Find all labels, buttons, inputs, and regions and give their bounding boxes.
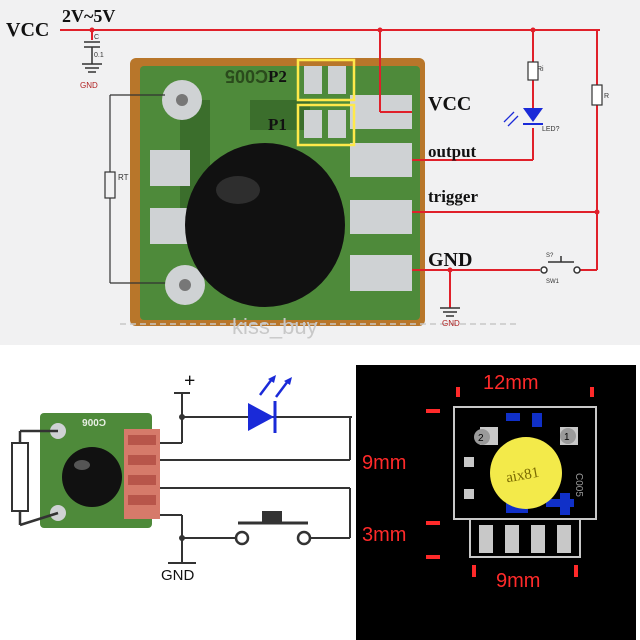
pad-p2-b: [328, 66, 346, 94]
highlight-p2: [296, 58, 356, 102]
ri-label: Ri: [537, 66, 544, 73]
rt-label: RT: [118, 173, 129, 182]
epoxy-blob: [185, 143, 345, 307]
junction-dot: [530, 27, 536, 33]
br-height-tab: 3mm: [362, 524, 406, 546]
r-label: R: [604, 93, 609, 100]
br-width-top: 12mm: [483, 372, 539, 394]
pin-output-label: output: [428, 142, 477, 161]
br-pin-1: 1: [564, 432, 570, 443]
br-width-bottom: 9mm: [496, 570, 540, 592]
junction-dot: [89, 27, 95, 33]
ri-resistor: [527, 61, 539, 81]
voltage-label: 2V~5V: [62, 6, 115, 26]
highlight-p1: [296, 103, 356, 147]
chip-text: C005: [225, 66, 268, 86]
bl-gnd-label: GND: [161, 567, 195, 584]
pin-gnd-label: GND: [428, 249, 472, 271]
br-height-main: 9mm: [362, 452, 406, 474]
pin-trigger-label: trigger: [428, 187, 478, 206]
br-chip-label: aix81: [505, 465, 541, 487]
section-divider: [0, 345, 640, 365]
junction-dot: [377, 27, 383, 33]
pad-left-2: [150, 208, 190, 244]
rt-resistor: [104, 94, 165, 284]
r-resistor: [591, 84, 603, 106]
through-hole-bottom-center: [179, 279, 191, 291]
led-symbol: [503, 108, 543, 127]
pad-trigger: [350, 200, 412, 234]
vcc-left-label: VCC: [6, 19, 49, 41]
switch-label-bottom: SW1: [546, 279, 560, 285]
cap-value: 0.1: [94, 52, 104, 59]
pad-left-1: [150, 150, 190, 186]
pad-p2-a: [304, 66, 322, 94]
bottom-right-dimensions: 2 1 aix81 C005: [356, 365, 636, 640]
epoxy-highlight: [216, 176, 260, 204]
br-dimension-marks: [426, 387, 594, 577]
junction-dot: [594, 209, 600, 215]
junction-dot: [447, 267, 453, 273]
cap-label: C: [94, 34, 99, 41]
bl-led-symbol: [248, 375, 292, 433]
gnd-left-label: GND: [80, 81, 98, 90]
watermark-text: kiss_buy: [232, 314, 318, 339]
p2-label: P2: [268, 67, 287, 86]
pad-output: [350, 143, 412, 177]
bl-resistor: [11, 429, 59, 527]
gnd-bottom-label: GND: [442, 319, 460, 328]
pad-p1-a: [304, 110, 322, 138]
br-pin-2: 2: [478, 433, 484, 444]
pcb-board: [130, 58, 425, 326]
through-hole-top-center: [176, 94, 188, 106]
br-side-text: C005: [573, 473, 584, 497]
plus-label: +: [184, 370, 195, 392]
gnd-symbol-bottom: [440, 307, 460, 317]
switch-label-top: S?: [546, 253, 554, 259]
pin-vcc-label: VCC: [428, 93, 471, 115]
wiring: [60, 29, 600, 308]
bl-chip-text: C006: [82, 416, 106, 427]
br-module: 2 1 aix81 C005: [453, 406, 597, 558]
bottom-left-schematic: + GND: [0, 365, 352, 640]
top-schematic: VCC 2V~5V C 0.1 GND P2 P1 C005 RT Ri LED…: [0, 0, 640, 345]
p1-label: P1: [268, 115, 287, 134]
switch-symbol: [540, 256, 581, 274]
bl-switch-symbol: [234, 511, 312, 546]
pad-p1-b: [328, 110, 346, 138]
pad-gnd: [350, 255, 412, 291]
led-label: LED?: [542, 126, 560, 133]
capacitor-symbol: [82, 41, 102, 73]
